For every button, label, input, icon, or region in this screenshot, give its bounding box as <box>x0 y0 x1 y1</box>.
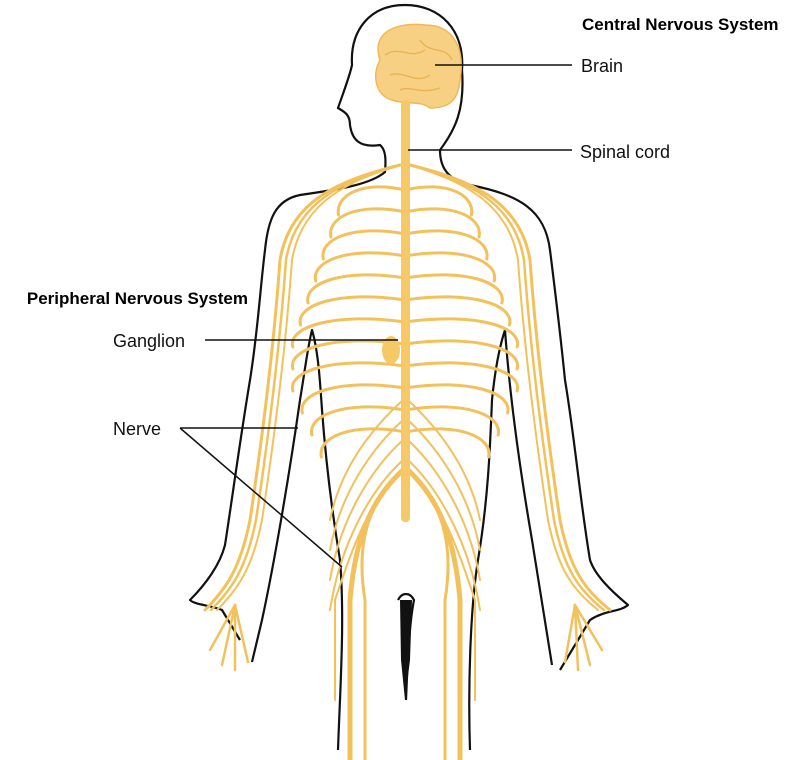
rib-nerve <box>298 295 407 327</box>
nerve-leader-line-leg <box>179 427 343 568</box>
abdominal-nerve <box>407 459 481 611</box>
pns-heading: Peripheral Nervous System <box>27 289 248 308</box>
brain-label: Brain <box>581 56 623 76</box>
spinal-cord-illustration <box>401 100 410 522</box>
ganglion-illustration <box>382 336 400 364</box>
finger-nerve <box>208 603 237 652</box>
arm-nerve-right <box>408 163 606 612</box>
finger-nerve <box>563 603 577 664</box>
rib-nerve <box>319 427 407 459</box>
rib-nerve <box>313 251 407 283</box>
rib-nerve <box>403 339 519 371</box>
brain-illustration <box>375 23 462 109</box>
finger-nerve <box>233 603 250 664</box>
spinal-cord-label: Spinal cord <box>580 142 670 162</box>
rib-nerve <box>403 207 481 239</box>
leg-nerve-left <box>334 469 404 701</box>
abdominal-nerve <box>407 399 481 521</box>
leg-nerve-left <box>347 467 406 760</box>
rib-nerve <box>306 273 407 305</box>
rib-nerve <box>403 383 510 415</box>
finger-nerve <box>220 603 237 667</box>
rib-nerve <box>291 339 407 371</box>
arm-nerve-right <box>409 164 599 611</box>
abdominal-nerve <box>329 419 404 551</box>
leg-nerve-right <box>407 469 476 701</box>
rib-nerve <box>403 317 519 349</box>
rib-nerve <box>291 361 407 393</box>
groin-shadow <box>400 600 412 700</box>
rib-nerve <box>321 229 407 261</box>
abdominal-nerve <box>407 419 481 551</box>
rib-nerve <box>403 273 504 305</box>
rib-nerve <box>403 361 519 393</box>
cns-heading: Central Nervous System <box>582 15 779 34</box>
rib-nerve <box>403 229 489 261</box>
leg-nerve-right <box>405 467 463 760</box>
finger-nerve <box>573 603 592 667</box>
rib-nerve <box>329 207 407 239</box>
rib-nerve <box>310 405 407 437</box>
rib-nerve <box>403 251 497 283</box>
abdominal-nerve <box>407 439 481 581</box>
abdominal-nerve <box>329 399 404 521</box>
finger-nerve <box>573 603 580 672</box>
nerve-label: Nerve <box>113 419 161 439</box>
ganglion-label: Ganglion <box>113 331 185 351</box>
rib-nerve <box>403 185 474 217</box>
rib-nerve <box>403 405 500 437</box>
abdominal-nerve <box>329 459 404 611</box>
nerve-network <box>203 163 612 760</box>
arm-nerve-left <box>216 164 401 611</box>
rib-nerve <box>336 185 407 217</box>
rib-nerve <box>403 295 512 327</box>
arm-nerve-right <box>408 163 612 612</box>
arm-nerve-left <box>203 163 402 612</box>
rib-nerve <box>300 383 407 415</box>
rib-nerve <box>403 427 491 459</box>
arm-nerve-left <box>209 163 402 612</box>
finger-nerve <box>573 603 604 652</box>
